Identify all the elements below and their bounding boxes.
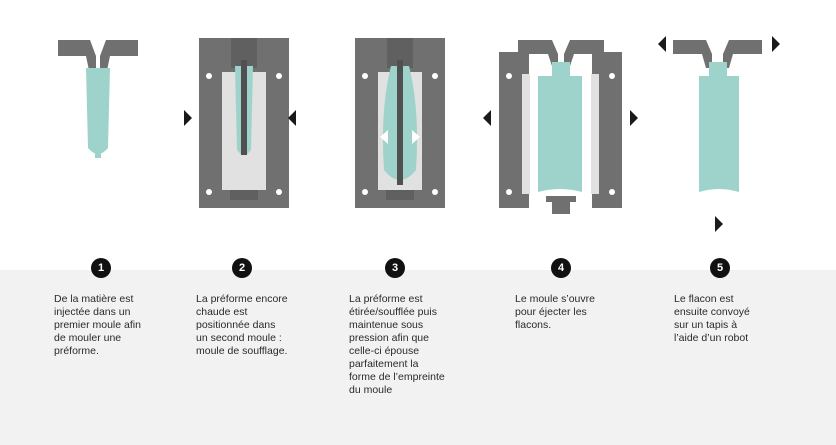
step-description: Le moule s’ouvre pour éjecter les flacon… — [515, 293, 595, 331]
stretch-rod — [241, 60, 247, 155]
bottle — [699, 76, 739, 192]
mold-base — [230, 190, 258, 200]
arrow-right-icon — [184, 110, 192, 126]
preform — [86, 68, 110, 154]
mold-bolt — [432, 73, 438, 79]
mold-base — [546, 196, 576, 214]
step-description: La préforme encore chaude est positionné… — [196, 293, 288, 357]
mold-bolt — [276, 73, 282, 79]
step3-illustration — [355, 38, 445, 208]
mold-bolt — [276, 189, 282, 195]
arrow-right-icon — [715, 216, 723, 232]
injection-funnel — [58, 40, 138, 80]
arrow-left-icon — [658, 36, 666, 52]
step-number-badge: 2 — [232, 258, 252, 278]
arrow-left-icon — [483, 110, 491, 126]
step1-illustration — [58, 40, 138, 158]
arrow-right-icon — [630, 110, 638, 126]
mold-bolt — [206, 73, 212, 79]
mold-bolt — [506, 189, 512, 195]
mold-bolt — [609, 189, 615, 195]
mold-left-lining — [522, 74, 530, 194]
step-description: De la matière est injectée dans un premi… — [54, 293, 141, 357]
funnel — [518, 40, 604, 66]
robot-gripper — [673, 40, 762, 68]
process-illustration — [58, 36, 780, 232]
blow-arrow-left-icon — [380, 130, 388, 144]
step-description: Le flacon est ensuite convoyé sur un tap… — [674, 293, 750, 344]
mold-bolt — [206, 189, 212, 195]
step4-illustration — [483, 40, 638, 214]
preform-neck — [95, 148, 101, 158]
stretch-rod — [397, 60, 403, 185]
step2-illustration — [184, 38, 296, 208]
mold-bolt — [362, 73, 368, 79]
mold-bolt — [432, 189, 438, 195]
mold-bolt — [506, 73, 512, 79]
bottle-neck — [552, 62, 570, 76]
arrow-left-icon — [288, 110, 296, 126]
step-number-badge: 4 — [551, 258, 571, 278]
bottle — [538, 76, 582, 192]
step-description: La préforme est étirée/soufflée puis mai… — [349, 293, 445, 396]
mold-base — [386, 190, 414, 200]
arrow-right-icon — [772, 36, 780, 52]
bottle-neck — [709, 62, 727, 76]
step-number-badge: 3 — [385, 258, 405, 278]
mold-bolt — [362, 189, 368, 195]
step5-illustration — [658, 36, 780, 232]
description-panel — [0, 270, 836, 445]
step-number-badge: 5 — [710, 258, 730, 278]
step-number-badge: 1 — [91, 258, 111, 278]
mold-bolt — [609, 73, 615, 79]
blow-arrow-right-icon — [412, 130, 420, 144]
mold-right-lining — [591, 74, 599, 194]
